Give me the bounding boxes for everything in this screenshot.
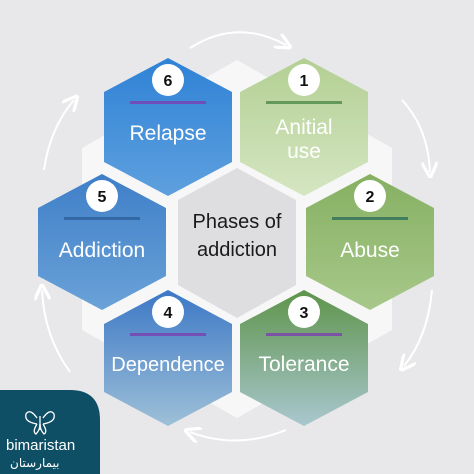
phase-label-tolerance: Tolerance: [258, 353, 349, 376]
center-title-line2: addiction: [197, 239, 277, 261]
number-badge-4: [152, 296, 184, 328]
arrow-3-to-4: [190, 430, 287, 441]
phase-label-dependence: Dependence: [111, 354, 224, 376]
phase-label-relapse: Relapse: [129, 122, 206, 145]
phase-number-6: 6: [164, 73, 173, 90]
arrow-1-to-2: [401, 99, 430, 172]
phase-hexagon-abuse: 2 Abuse: [306, 174, 434, 310]
arrow-2-to-3: [404, 289, 433, 366]
brand-badge: [0, 390, 100, 474]
phase-divider: [266, 333, 342, 336]
phase-number-5: 5: [98, 189, 107, 206]
phase-hexagon-addiction: 5 Addiction: [38, 174, 166, 310]
center-hexagon: [178, 168, 296, 318]
arrow-6-to-1: [189, 31, 286, 48]
phase-divider: [130, 333, 206, 336]
phase-divider: [64, 217, 140, 220]
phase-hexagon-tolerance: 3 Tolerance: [240, 290, 368, 426]
phase-divider: [130, 101, 206, 104]
brand-name-ar: بيمارستان: [10, 456, 60, 471]
phase-hexagon-relapse: 6 Relapse: [104, 58, 232, 196]
number-badge-1: [288, 64, 320, 96]
cycle-arrows: [42, 31, 433, 441]
butterfly-icon: [25, 411, 55, 435]
number-badge-2: [354, 180, 386, 212]
number-badge-5: [86, 180, 118, 212]
phase-label-initial-use-line2: use: [287, 140, 321, 163]
phase-hexagon-dependence: 4 Dependence: [104, 290, 232, 426]
phase-number-1: 1: [300, 73, 309, 90]
phase-label-abuse: Abuse: [340, 239, 400, 262]
phase-hexagon-initial-use: 1 Anitial use: [240, 58, 368, 196]
phase-number-3: 3: [300, 305, 309, 322]
brand-logo: bimaristan بيمارستان: [0, 390, 100, 474]
phase-label-initial-use-line1: Anitial: [275, 116, 332, 139]
arrow-5-to-6: [43, 100, 74, 171]
brand-name-en: bimaristan: [6, 437, 75, 454]
arrow-4-to-5: [42, 290, 71, 373]
phase-divider: [266, 101, 342, 104]
center-title-line1: Phases of: [193, 211, 282, 233]
phase-divider: [332, 217, 408, 220]
number-badge-6: [152, 64, 184, 96]
number-badge-3: [288, 296, 320, 328]
phase-label-addiction: Addiction: [59, 239, 145, 262]
phase-number-4: 4: [164, 305, 173, 322]
phase-number-2: 2: [366, 189, 375, 206]
